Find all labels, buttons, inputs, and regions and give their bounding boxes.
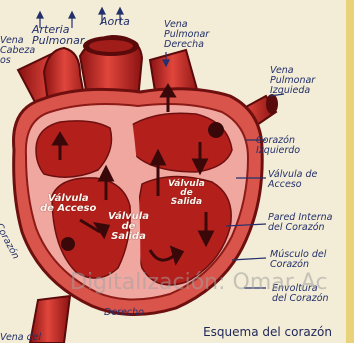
arteria-pulmonar-label: Arteria Pulmonar [32, 24, 84, 46]
derecho-label: Derecho [104, 308, 144, 318]
caption: Esquema del corazón [203, 325, 332, 339]
valvula-salida-in-label: Válvula de Salida [108, 212, 149, 242]
vena-pulmonar-izquierda-label: Vena Pulmonar Izquieda [270, 66, 315, 96]
valvula-acceso-right-label: Válvula de Acceso [268, 170, 317, 190]
valve-dot-right [208, 122, 224, 138]
musculo-label: Músculo del Corazón [270, 250, 326, 270]
corazon-izquierdo-label: Corazón Izquierdo [256, 136, 300, 156]
vena-del-label: Vena del [0, 333, 41, 343]
valve-dot [61, 237, 75, 251]
vena-cava-label: Vena Cabeza os [0, 36, 35, 66]
valvula-right-in-label: Válvula de Salida [168, 180, 205, 207]
pared-interna-label: Pared Interna del Corazón [268, 213, 333, 233]
vena-pulmonar-derecha-label: Vena Pulmonar Derecha [164, 20, 209, 50]
valvula-acceso-in-label: Válvula de Acceso [40, 194, 96, 214]
watermark: Digitalización: Omar Ac [70, 270, 328, 295]
aorta-label: Aorta [100, 16, 130, 27]
